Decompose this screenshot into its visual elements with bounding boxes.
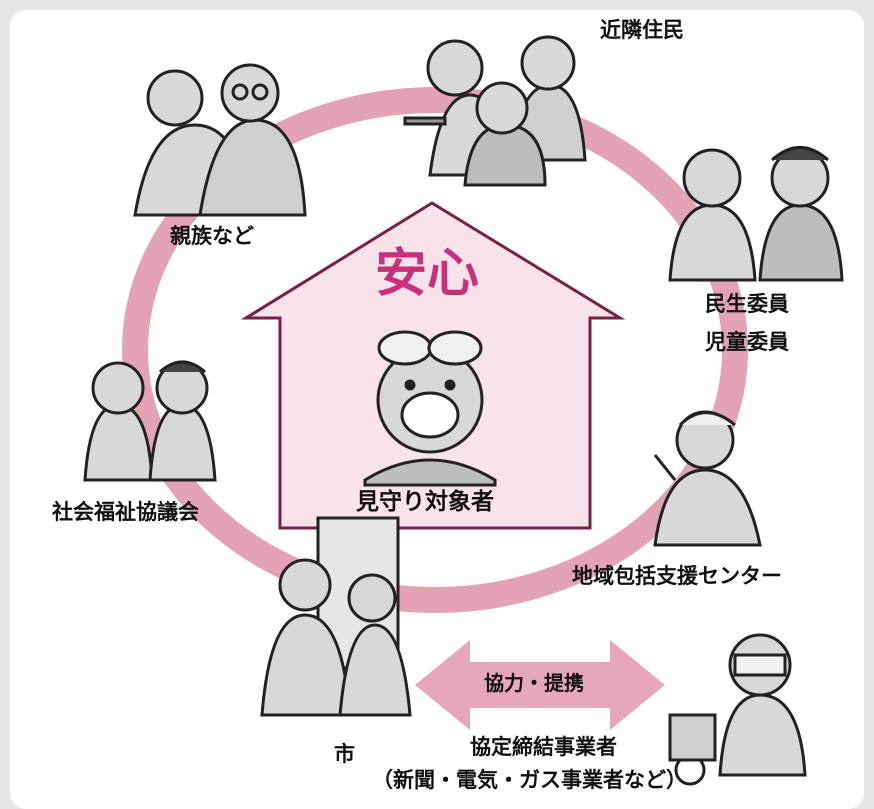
elderly-subject-figure [363,330,497,487]
city-label: 市 [334,743,355,766]
commissioner-label-line2: 児童委員 [705,331,789,354]
council-label: 社会福祉協議会 [52,501,199,524]
neighbors-label: 近隣住民 [600,19,684,42]
council-figure [83,360,217,482]
city-staff-figure [260,516,412,717]
subject-label: 見守り対象者 [356,488,494,514]
commissioners-figure [668,146,844,282]
cooperation-label: 協力・提携 [484,673,584,695]
support-center-label: 地域包括支援センター [572,565,782,588]
commissioner-label-line1: 民生委員 [705,293,789,316]
businesses-label: 協定締結事業者 [470,736,617,759]
relatives-label: 親族など [170,225,254,248]
support-ring [122,87,748,613]
businesses-note: （新聞・電気・ガス事業者など） [372,769,687,792]
delivery-worker-figure [668,633,807,786]
relatives-figure [133,63,307,217]
cooperation-arrow [415,640,665,730]
neighbors-figure [403,35,587,187]
headline-anshin: 安心 [375,244,480,304]
support-center-figure [653,410,762,547]
